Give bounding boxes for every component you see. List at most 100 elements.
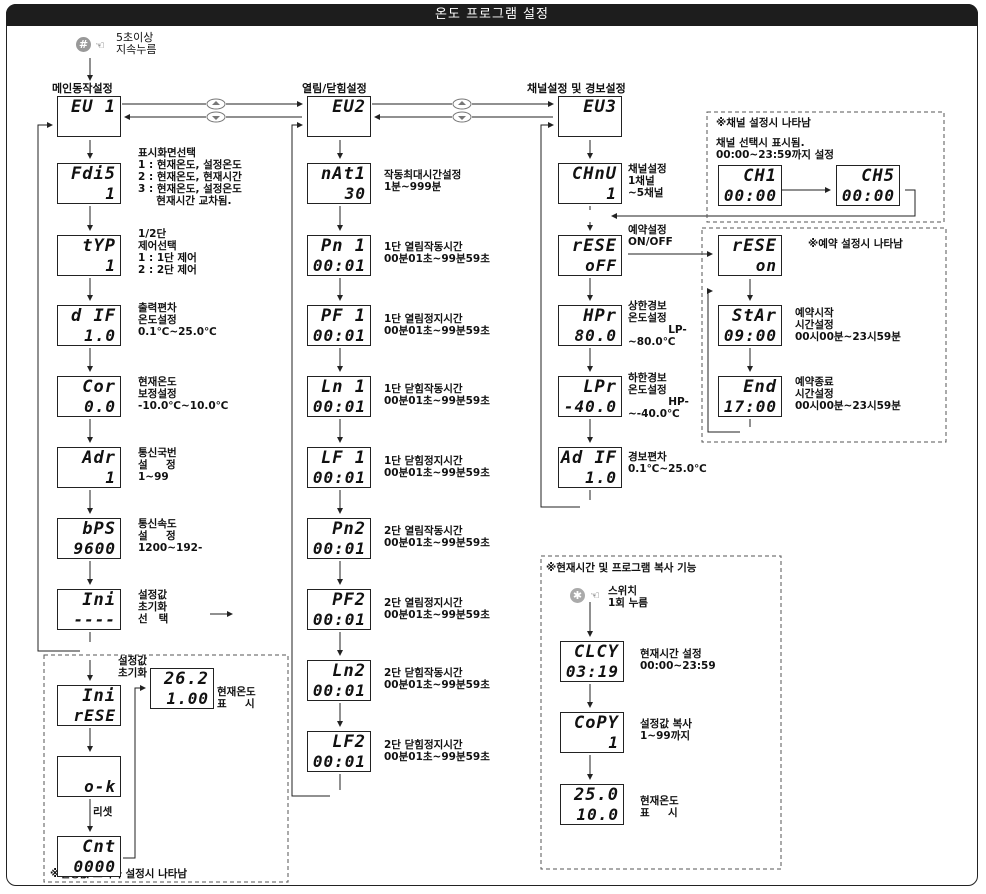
display-bottom-text: 1: [105, 256, 116, 275]
copy-box-note: ※현재시간 및 프로그램 복사 기능: [546, 562, 697, 574]
display-bottom-text: 80.0: [574, 326, 617, 345]
display-bottom-text: 1: [606, 184, 617, 203]
display-top-text: End: [743, 377, 777, 397]
display-top-text: StAr: [732, 306, 777, 326]
display-bottom-text: 00:01: [312, 752, 366, 771]
display-top-text: tYP: [82, 236, 116, 256]
desc-d_Ln1: 1단 닫힘작동시간 00분01초~99분59초: [384, 383, 490, 407]
desc-d_Ln2: 2단 닫힘작동시간 00분01초~99분59초: [384, 667, 490, 691]
display-bottom-text: 00:01: [312, 397, 366, 416]
segment-display-EU3: EU3: [558, 96, 622, 137]
display-top-text: LF 1: [321, 448, 366, 468]
desc-d_Fdis: 표시화면선택 1 : 현재온도, 설정온도 2 : 현재온도, 현재시간 3 :…: [138, 147, 242, 207]
display-top-text: Ln 1: [321, 377, 366, 397]
display-top-text: CHnU: [572, 164, 617, 184]
desc-d_CHnU: 채널설정 1채널 ~5채널: [628, 163, 667, 199]
desc-d_StAr: 예약시작 시간설정 00시00분~23시59분: [795, 307, 901, 343]
display-top-text: 25.0: [574, 785, 619, 805]
desc-d_End: 예약종료 시간설정 00시00분~23시59분: [795, 376, 901, 412]
desc-d_AdIF: 경보편차 0.1℃~25.0℃: [628, 451, 707, 475]
desc-d_CoPY: 설정값 복사 1~99까지: [640, 718, 692, 742]
display-top-text: nAt1: [321, 164, 366, 184]
display-bottom-text: 1.0: [84, 326, 116, 345]
display-top-text: Ini: [82, 686, 116, 706]
start-hold-text: 5초이상 지속누름: [116, 31, 157, 56]
display-top-text: CH1: [743, 166, 777, 186]
display-bottom-text: 17:00: [723, 397, 777, 416]
desc-d_tYP: 1/2단 제어선택 1 : 1단 제어 2 : 2단 제어: [138, 228, 197, 276]
display-bottom-text: -40.0: [563, 397, 617, 416]
display-top-text: Ini: [82, 590, 116, 610]
desc-d_nAt1: 작동최대시간설정 1분~999분: [384, 169, 462, 193]
display-bottom-text: 10.0: [576, 805, 619, 824]
display-top-text: Adr: [82, 448, 116, 468]
desc-d_CLCY: 현재시간 설정 00:00~23:59: [640, 648, 716, 672]
display-bottom-text: oFF: [585, 256, 617, 275]
display-bottom-text: 00:01: [312, 539, 366, 558]
display-top-text: LF2: [332, 732, 366, 752]
display-bottom-text: 00:01: [312, 681, 366, 700]
display-bottom-text: 1: [105, 468, 116, 487]
desc-d_LF1: 1단 닫힘정지시간 00분01초~99분59초: [384, 455, 490, 479]
segment-display-EU2: EU2: [307, 96, 371, 137]
display-bottom-text: on: [755, 256, 777, 275]
display-top-text: bPS: [82, 519, 116, 539]
desc-d_PF2: 2단 열림정지시간 00분01초~99분59초: [384, 597, 490, 621]
segment-display-ok: o-k: [57, 756, 121, 797]
segment-display-LPr: LPr-40.0: [558, 376, 622, 417]
desc-d_Adr: 통신국번 설 정 1~99: [138, 447, 177, 483]
desc-d_IniRESE: 설정값 초기화: [118, 655, 147, 679]
desc-d_bPS: 통신속도 설 정 1200~192-: [138, 518, 203, 554]
display-top-text: CH5: [861, 166, 895, 186]
display-top-text: EU 1: [71, 97, 116, 117]
display-bottom-text: 0000: [73, 857, 116, 876]
display-bottom-text: 1.00: [166, 689, 209, 708]
column-channel-label: 채널설정 및 경보설정: [527, 82, 626, 95]
display-bottom-text: 1.0: [585, 468, 617, 487]
channel-sub-note: 채널 선택시 표시됨. 00:00~23:59까지 설정: [716, 137, 834, 161]
display-bottom-text: 00:01: [312, 326, 366, 345]
desc-d_Cor: 현재온도 보정설정 -10.0℃~10.0℃: [138, 376, 229, 412]
switch-press-text: 스위치 1회 누름: [608, 585, 648, 609]
channel-box-note: ※채널 설정시 나타남: [716, 117, 811, 129]
display-top-text: Cnt: [82, 837, 116, 857]
display-bottom-text: 0.0: [84, 397, 116, 416]
display-top-text: Cor: [82, 377, 116, 397]
desc-d_cur2: 현재온도 표 시: [640, 795, 679, 819]
display-bottom-text: rESE: [73, 706, 116, 725]
display-top-text: HPr: [583, 306, 617, 326]
display-bottom-text: 1: [608, 733, 619, 752]
segment-display-EU1: EU 1: [57, 96, 121, 137]
press-hand-icon: ☜: [95, 39, 105, 52]
desc-d_Cnt: 리셋: [93, 806, 113, 818]
display-top-text: Ln2: [332, 661, 366, 681]
display-bottom-text: 09:00: [723, 326, 777, 345]
reserve-box-note: ※예약 설정시 나타남: [808, 238, 903, 250]
segment-display-Ini: Ini----: [57, 589, 121, 630]
display-top-text: rESE: [732, 236, 777, 256]
display-top-text: CoPY: [574, 713, 619, 733]
display-bottom-text: 00:01: [312, 610, 366, 629]
desc-d_Pn2: 2단 열림작동시간 00분01초~99분59초: [384, 525, 490, 549]
desc-d_Pn1: 1단 열림작동시간 00분01초~99분59초: [384, 241, 490, 265]
